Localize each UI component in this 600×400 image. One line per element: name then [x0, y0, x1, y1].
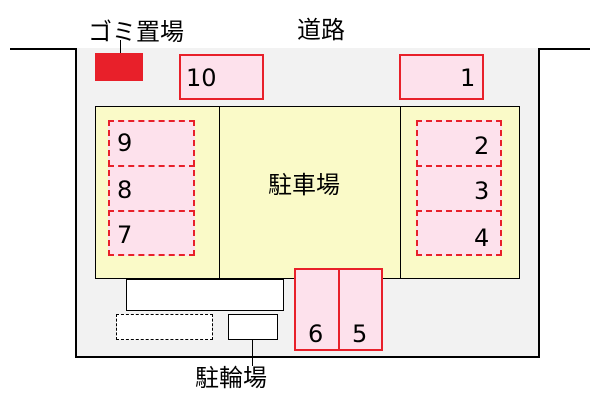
- space-divider: [108, 165, 195, 167]
- bicycle-leader-line: [252, 340, 253, 366]
- space-number-7: 7: [117, 221, 133, 249]
- space-number-8: 8: [117, 176, 133, 204]
- space-number-10: 10: [186, 64, 217, 92]
- space-divider: [416, 210, 502, 212]
- space-number-6: 6: [308, 320, 324, 348]
- space-number-2: 2: [474, 132, 490, 160]
- parking-space-10: [179, 54, 264, 100]
- space-number-4: 4: [474, 224, 490, 252]
- road-label: 道路: [297, 16, 345, 44]
- parking-area-divider-right: [400, 106, 401, 279]
- garbage-area: [95, 53, 143, 81]
- bicycle-rack-planned: [116, 314, 213, 340]
- parking-label: 駐車場: [268, 171, 340, 199]
- bicycle-rack-small: [228, 314, 278, 340]
- space-number-3: 3: [474, 177, 490, 205]
- parking-area-divider-left: [219, 106, 220, 279]
- space-divider: [108, 210, 195, 212]
- bicycle-rack: [126, 279, 284, 311]
- space-number-9: 9: [117, 129, 133, 157]
- space-number-1: 1: [460, 64, 476, 92]
- space-divider: [416, 165, 502, 167]
- parking-space-1: [399, 54, 484, 100]
- garbage-label: ゴミ置場: [88, 18, 184, 46]
- parking-spaces-left: [108, 120, 195, 256]
- space-number-5: 5: [352, 320, 368, 348]
- garbage-leader-line: [120, 40, 121, 54]
- parking-spaces-right: [416, 120, 502, 256]
- bicycle-label: 駐輪場: [195, 364, 267, 392]
- space-divider: [338, 268, 340, 351]
